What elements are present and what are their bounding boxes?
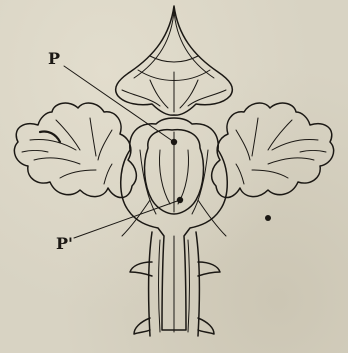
right-cerebellar-lobe: [212, 103, 334, 221]
label-p-prime: P': [56, 236, 73, 252]
lower-stalk: [130, 232, 220, 336]
leader-line-p-prime: [74, 200, 180, 238]
label-p: P: [48, 51, 60, 67]
left-cerebellar-lobe: [14, 103, 136, 197]
leader-lines: [64, 66, 180, 238]
upper-lobe: [116, 6, 233, 115]
